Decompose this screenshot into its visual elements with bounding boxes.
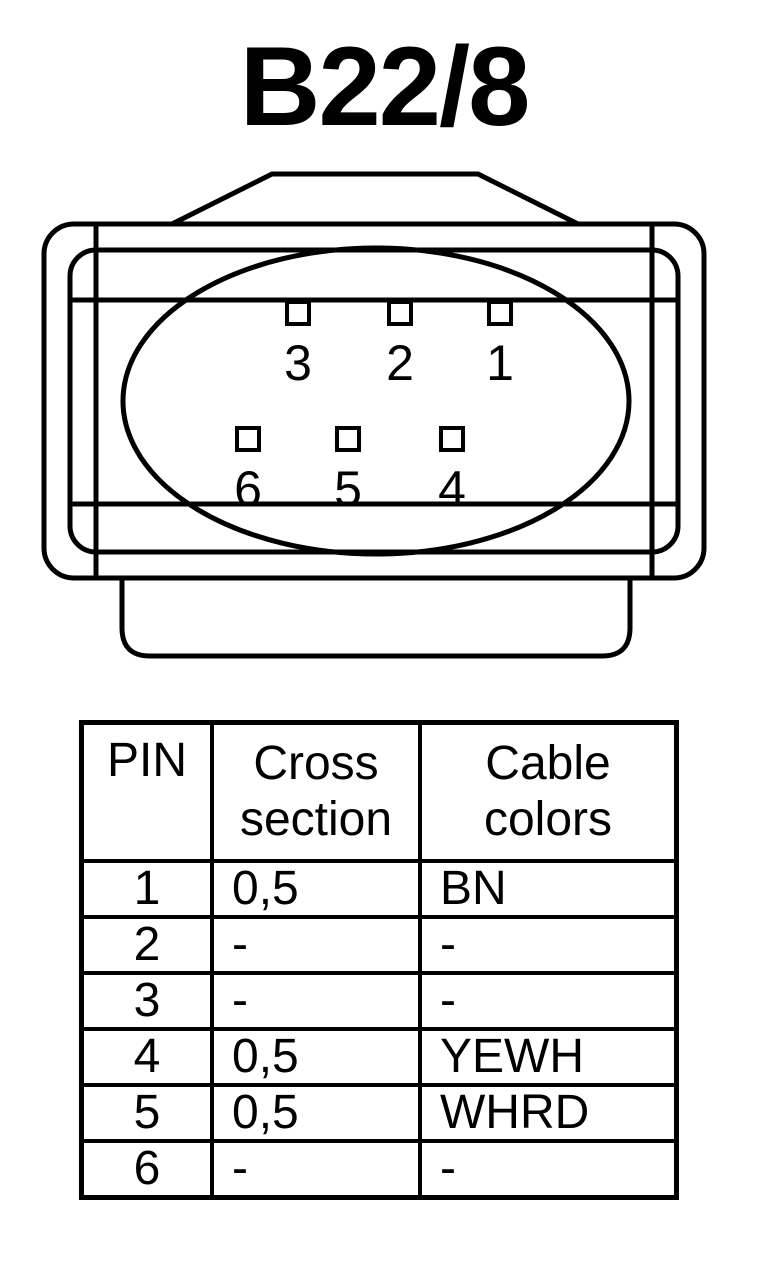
- connector-top-tab: [170, 171, 580, 227]
- cell-pin: 2: [79, 915, 214, 975]
- table-row: 4 0,5 YEWH: [79, 1027, 679, 1087]
- cell-cross-section: 0,5: [210, 1027, 422, 1087]
- cell-pin: 1: [79, 859, 214, 919]
- connector-outer-housing: [41, 221, 707, 581]
- cell-cable-color: BN: [418, 859, 679, 919]
- pin-contact-2: [387, 300, 413, 326]
- cell-cable-color: -: [418, 1139, 679, 1200]
- table-row: 2 - -: [79, 915, 679, 975]
- connector-diagram: 3 2 1 6 5 4: [41, 171, 707, 659]
- table-header-row: PIN Cross section Cable colors: [79, 720, 679, 863]
- pin-label-1: 1: [486, 335, 514, 391]
- cell-pin: 6: [79, 1139, 214, 1200]
- connector-pin-face: [120, 245, 632, 557]
- pin-contact-3: [285, 300, 311, 326]
- pin-label-2: 2: [386, 335, 414, 391]
- cell-cable-color: WHRD: [418, 1083, 679, 1143]
- cell-pin: 5: [79, 1083, 214, 1143]
- pin-label-3: 3: [284, 335, 312, 391]
- pin-contact-1: [487, 300, 513, 326]
- header-cross-line1: Cross: [253, 737, 379, 790]
- connector-bottom-tab: [119, 578, 633, 659]
- cell-cross-section: -: [210, 1139, 422, 1200]
- pin-contact-6: [235, 426, 261, 452]
- header-cross-section: Cross section: [210, 720, 422, 863]
- table-row: 6 - -: [79, 1139, 679, 1200]
- pin-label-5: 5: [334, 461, 362, 517]
- header-cross-line2: section: [239, 793, 393, 846]
- header-cable-colors: Cable colors: [418, 720, 679, 863]
- pin-assignment-table: PIN Cross section Cable colors 1 0,5 BN …: [79, 720, 679, 1200]
- pin-contact-5: [335, 426, 361, 452]
- table-row: 3 - -: [79, 971, 679, 1031]
- cell-cross-section: -: [210, 971, 422, 1031]
- header-pin: PIN: [79, 720, 214, 863]
- cell-pin: 4: [79, 1027, 214, 1087]
- header-pin-label: PIN: [106, 734, 187, 787]
- cell-cross-section: 0,5: [210, 859, 422, 919]
- cell-pin: 3: [79, 971, 214, 1031]
- cell-cross-section: -: [210, 915, 422, 975]
- header-color-line2: colors: [483, 793, 613, 846]
- cell-cable-color: YEWH: [418, 1027, 679, 1087]
- table-row: 1 0,5 BN: [79, 859, 679, 919]
- cell-cable-color: -: [418, 971, 679, 1031]
- connector-inner-insert: [67, 247, 681, 555]
- pin-contact-4: [439, 426, 465, 452]
- cell-cable-color: -: [418, 915, 679, 975]
- pin-label-6: 6: [234, 461, 262, 517]
- table-row: 5 0,5 WHRD: [79, 1083, 679, 1143]
- cell-cross-section: 0,5: [210, 1083, 422, 1143]
- header-color-line1: Cable: [485, 737, 611, 790]
- connector-title: B22/8: [239, 24, 531, 149]
- pin-label-4: 4: [438, 461, 466, 517]
